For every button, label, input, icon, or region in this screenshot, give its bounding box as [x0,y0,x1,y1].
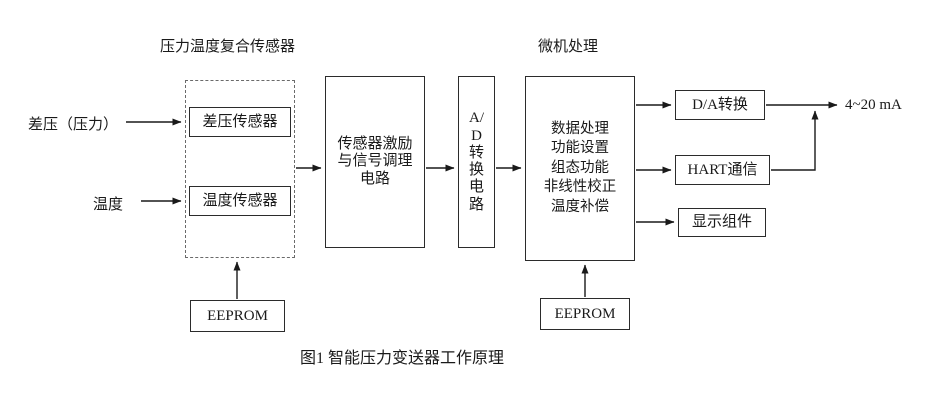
processing-line: 温度补偿 [551,198,609,215]
ad-converter-line: 路 [468,196,484,213]
dp-sensor-block: 差压传感器 [189,107,291,137]
processing-line: 非线性校正 [543,179,617,196]
input-label-temperature: 温度 [93,197,124,213]
sensor-group-dashed-box [185,80,295,258]
ad-converter-block: A/ D 转 换 电 路 [458,76,495,248]
signal-conditioning-line: 与信号调理 [337,153,413,170]
mcu-group-label: 微机处理 [538,39,599,55]
ad-converter-line: 换 [468,162,484,178]
eeprom-left-block: EEPROM [190,300,285,332]
ad-converter-line: D [471,127,482,144]
signal-conditioning-block: 传感器激励 与信号调理 电路 [325,76,425,248]
processing-line: 功能设置 [551,140,609,157]
temp-sensor-block: 温度传感器 [189,186,291,216]
hart-comm-block: HART通信 [675,155,770,185]
eeprom-right-block: EEPROM [540,298,630,330]
ad-converter-line: A/ [469,110,484,127]
processing-line: 数据处理 [551,120,609,137]
da-converter-block: D/A转换 [675,90,765,120]
figure-caption: 图1 智能压力变送器工作原理 [300,350,505,367]
output-current-label: 4~20 mA [845,97,902,113]
input-label-pressure: 差压（压力） [28,117,119,133]
processing-line: 组态功能 [551,159,609,176]
signal-conditioning-line: 电路 [359,170,390,187]
sensor-group-label: 压力温度复合传感器 [160,39,296,55]
signal-conditioning-line: 传感器激励 [337,136,413,153]
ad-converter-line: 电 [468,179,484,196]
wire-hart-to-current-line [771,110,819,171]
ad-converter-line: 转 [468,144,484,161]
processing-block: 数据处理 功能设置 组态功能 非线性校正 温度补偿 [525,76,635,261]
display-component-block: 显示组件 [678,208,766,237]
